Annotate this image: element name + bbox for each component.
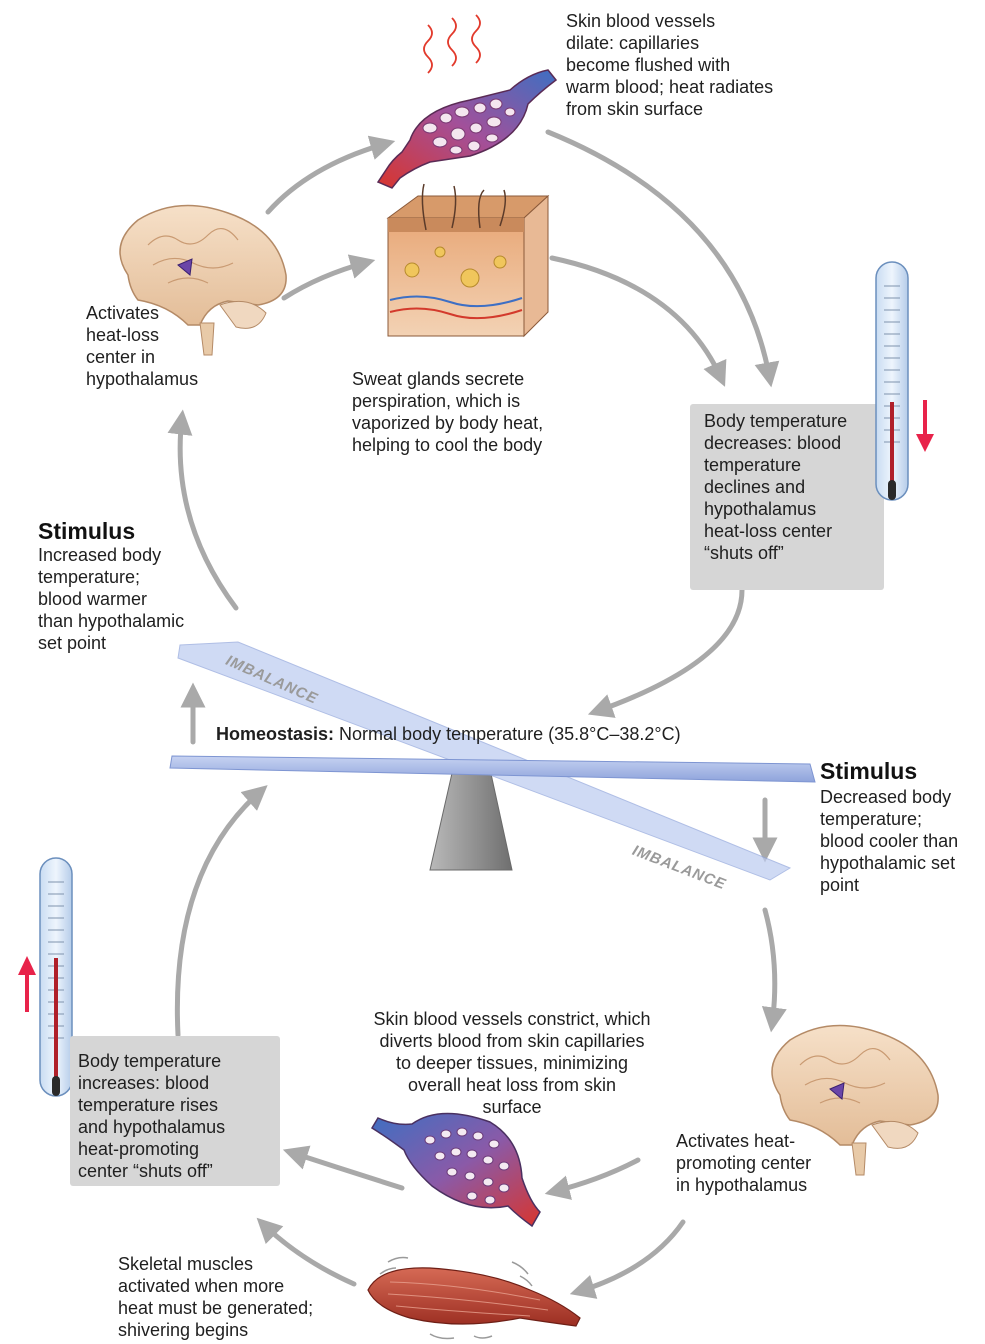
capillary-dilated-icon	[378, 70, 556, 188]
arrow-up-red-icon	[18, 956, 36, 1012]
body-temp-increases-text: Body temperature increases: blood temper…	[78, 1050, 225, 1182]
homeostasis-label: Homeostasis:	[216, 724, 334, 744]
level-beam	[170, 756, 815, 782]
muscle-icon	[368, 1258, 580, 1339]
thermometer-icon	[876, 262, 908, 500]
vessels-constrict-text: Skin blood vessels constrict, which dive…	[336, 1008, 688, 1118]
vessels-dilate-text: Skin blood vessels dilate: capillaries b…	[566, 10, 773, 120]
stimulus-bottom-heading: Stimulus	[820, 758, 917, 784]
stimulus-top-heading: Stimulus	[38, 518, 135, 544]
sweat-glands-text: Sweat glands secrete perspiration, which…	[352, 368, 543, 456]
skeletal-muscles-text: Skeletal muscles activated when more hea…	[118, 1253, 313, 1341]
arrow-down-red-icon	[916, 400, 934, 452]
skin-cross-section-icon	[388, 184, 548, 336]
stimulus-bottom-text: Decreased body temperature; blood cooler…	[820, 786, 958, 896]
capillary-constricted-icon	[372, 1113, 540, 1226]
arrow-brain2-to-vessels	[552, 1160, 638, 1192]
heat-waves-icon	[424, 15, 480, 73]
homeostasis-body: Normal body temperature (35.8°C–38.2°C)	[334, 724, 681, 744]
arrow-vessels-to-box	[548, 132, 770, 380]
activates-heat-promoting-text: Activates heat- promoting center in hypo…	[676, 1130, 811, 1196]
arrow-box-to-beam2	[177, 790, 262, 1035]
arrow-brain-to-vessels	[268, 143, 388, 212]
body-temp-decreases-text: Body temperature decreases: blood temper…	[704, 410, 847, 564]
arrow-brain2-to-muscle	[577, 1222, 683, 1292]
arrow-brain-to-sweat	[284, 262, 368, 298]
stimulus-top-text: Increased body temperature; blood warmer…	[38, 544, 184, 654]
arrow-stimulus-to-brain	[180, 417, 236, 608]
homeostasis-text: Homeostasis: Normal body temperature (35…	[216, 723, 681, 745]
arrow-sweat-to-box	[552, 258, 722, 380]
arrow-vessels-to-box	[290, 1152, 402, 1188]
arrow-box-to-beam	[595, 590, 742, 712]
activates-heat-loss-text: Activates heat-loss center in hypothalam…	[86, 302, 198, 390]
arrow-stimulus-to-brain2	[765, 910, 775, 1025]
thermometer-icon	[40, 858, 72, 1096]
